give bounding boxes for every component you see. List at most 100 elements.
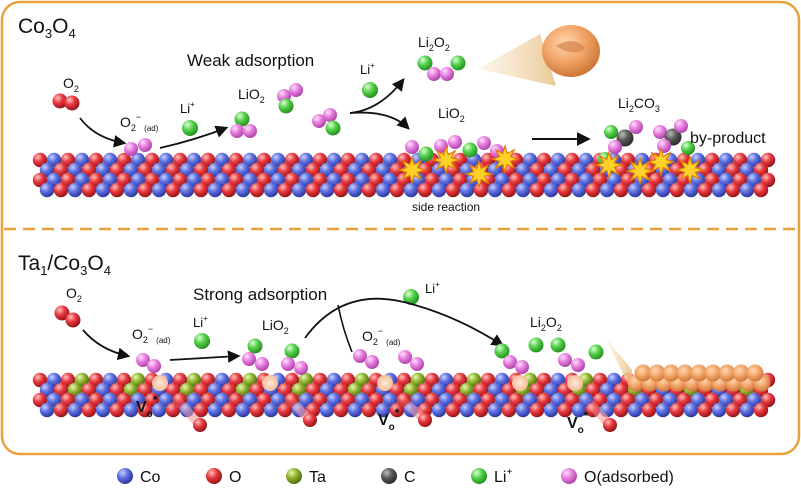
cobalt-atom	[522, 172, 538, 188]
cobalt-atom	[95, 182, 111, 198]
cobalt-atom	[627, 182, 643, 198]
cobalt-atom	[102, 152, 118, 168]
cobalt-atom	[718, 152, 734, 168]
magnification-beam	[478, 34, 556, 86]
cobalt-atom	[39, 162, 55, 178]
oxygen-atom	[256, 172, 272, 188]
cobalt-atom	[550, 172, 566, 188]
li2o2-particle	[648, 364, 666, 382]
oxygen-atom	[256, 392, 272, 408]
oxygen-atom	[529, 402, 545, 418]
oxygen-atom	[81, 162, 97, 178]
oxygen-atom	[361, 182, 377, 198]
cobalt-atom	[634, 392, 650, 408]
cobalt-atom	[298, 172, 314, 188]
oxygen-atom	[424, 372, 440, 388]
oxygen-atom	[669, 182, 685, 198]
li-ion	[182, 120, 198, 136]
oxygen-atom	[760, 172, 776, 188]
oxygen-atom	[109, 402, 125, 418]
oxygen-atom	[221, 182, 237, 198]
oxygen-atom	[536, 152, 552, 168]
oxygen-atom	[725, 182, 741, 198]
cobalt-atom	[270, 392, 286, 408]
oxygen-atom	[60, 372, 76, 388]
oxygen-atom	[53, 382, 69, 398]
reaction-star	[645, 146, 677, 178]
panel-frame	[0, 0, 801, 456]
cobalt-atom	[515, 402, 531, 418]
oxygen-atom	[340, 172, 356, 188]
cobalt-atom	[571, 162, 587, 178]
oxygen-atom	[340, 392, 356, 408]
oxygen-atom	[144, 152, 160, 168]
oxygen-atom	[284, 172, 300, 188]
superoxide-label: O2−(ad)	[120, 112, 159, 133]
oxygen-vacancies	[152, 375, 617, 432]
reaction-star	[463, 158, 495, 190]
cobalt-atom	[123, 162, 139, 178]
cobalt-atom	[67, 182, 83, 198]
cobalt-atom	[319, 402, 335, 418]
oxygen-atom	[116, 392, 132, 408]
oxygen-atom	[32, 372, 48, 388]
oxygen-atom	[53, 182, 69, 198]
lio2-molecule	[230, 111, 257, 138]
cobalt-atom	[550, 372, 566, 388]
oxygen-atom	[221, 402, 237, 418]
cobalt-atom	[494, 372, 510, 388]
vacancy-label: Vo*	[567, 409, 589, 436]
oxygen-atom	[557, 162, 573, 178]
oxygen-atom	[200, 372, 216, 388]
oxygen-atom	[333, 162, 349, 178]
li2o2-particle	[746, 364, 764, 382]
oxygen-atom	[116, 172, 132, 188]
tantalum-atom	[403, 382, 419, 398]
oxygen-atom	[200, 392, 216, 408]
tantalum-atom	[410, 372, 426, 388]
oxygen-atom	[193, 162, 209, 178]
oxygen-atom	[88, 372, 104, 388]
li2o2-label: Li2O2	[530, 314, 562, 333]
oxygen-atom	[613, 182, 629, 198]
arrow-to-lio2	[159, 125, 229, 149]
cobalt-atom	[438, 372, 454, 388]
legend-swatch	[381, 468, 397, 484]
oxygen-atom	[193, 402, 209, 418]
superoxide-adsorbed	[136, 353, 161, 373]
cobalt-atom	[543, 402, 559, 418]
cobalt-atom	[578, 152, 594, 168]
legend-label: O	[229, 469, 241, 486]
oxygen-atom	[277, 162, 293, 178]
vacancy-label: Vo*	[378, 406, 400, 433]
cobalt-atom	[438, 392, 454, 408]
oxygen-atom	[137, 382, 153, 398]
tantalum-atom	[67, 382, 83, 398]
magnification-beam	[605, 337, 632, 392]
oxygen-atom	[585, 182, 601, 198]
cobalt-atom	[438, 172, 454, 188]
oxygen-atom	[669, 402, 685, 418]
cobalt-atom	[158, 172, 174, 188]
by-product-label: by-product	[690, 130, 766, 147]
cobalt-atom	[487, 182, 503, 198]
cobalt-atom	[74, 152, 90, 168]
bottom-panel-title: Ta1/Co3O4	[18, 252, 111, 278]
oxygen-atom	[32, 152, 48, 168]
tantalum-atom	[298, 372, 314, 388]
li2o2-particle	[704, 364, 722, 382]
cobalt-atom	[347, 402, 363, 418]
cobalt-atom	[67, 402, 83, 418]
legend-item-o: O	[206, 468, 241, 486]
oxygen-atom	[88, 152, 104, 168]
oxygen-atom	[452, 172, 468, 188]
legend: Co O Ta C Li+ O(adsorbed)	[117, 467, 674, 486]
oxygen-atom	[620, 172, 636, 188]
oxygen-atom	[753, 402, 769, 418]
cobalt-atom	[46, 392, 62, 408]
top-panel: Co3O4 Weak adsorption O2 O2−(ad) Li+ L	[18, 15, 776, 214]
cobalt-atom	[46, 372, 62, 388]
oxygen-atom	[60, 172, 76, 188]
li-plus-label: Li+	[180, 100, 195, 116]
oxygen-atom	[340, 372, 356, 388]
